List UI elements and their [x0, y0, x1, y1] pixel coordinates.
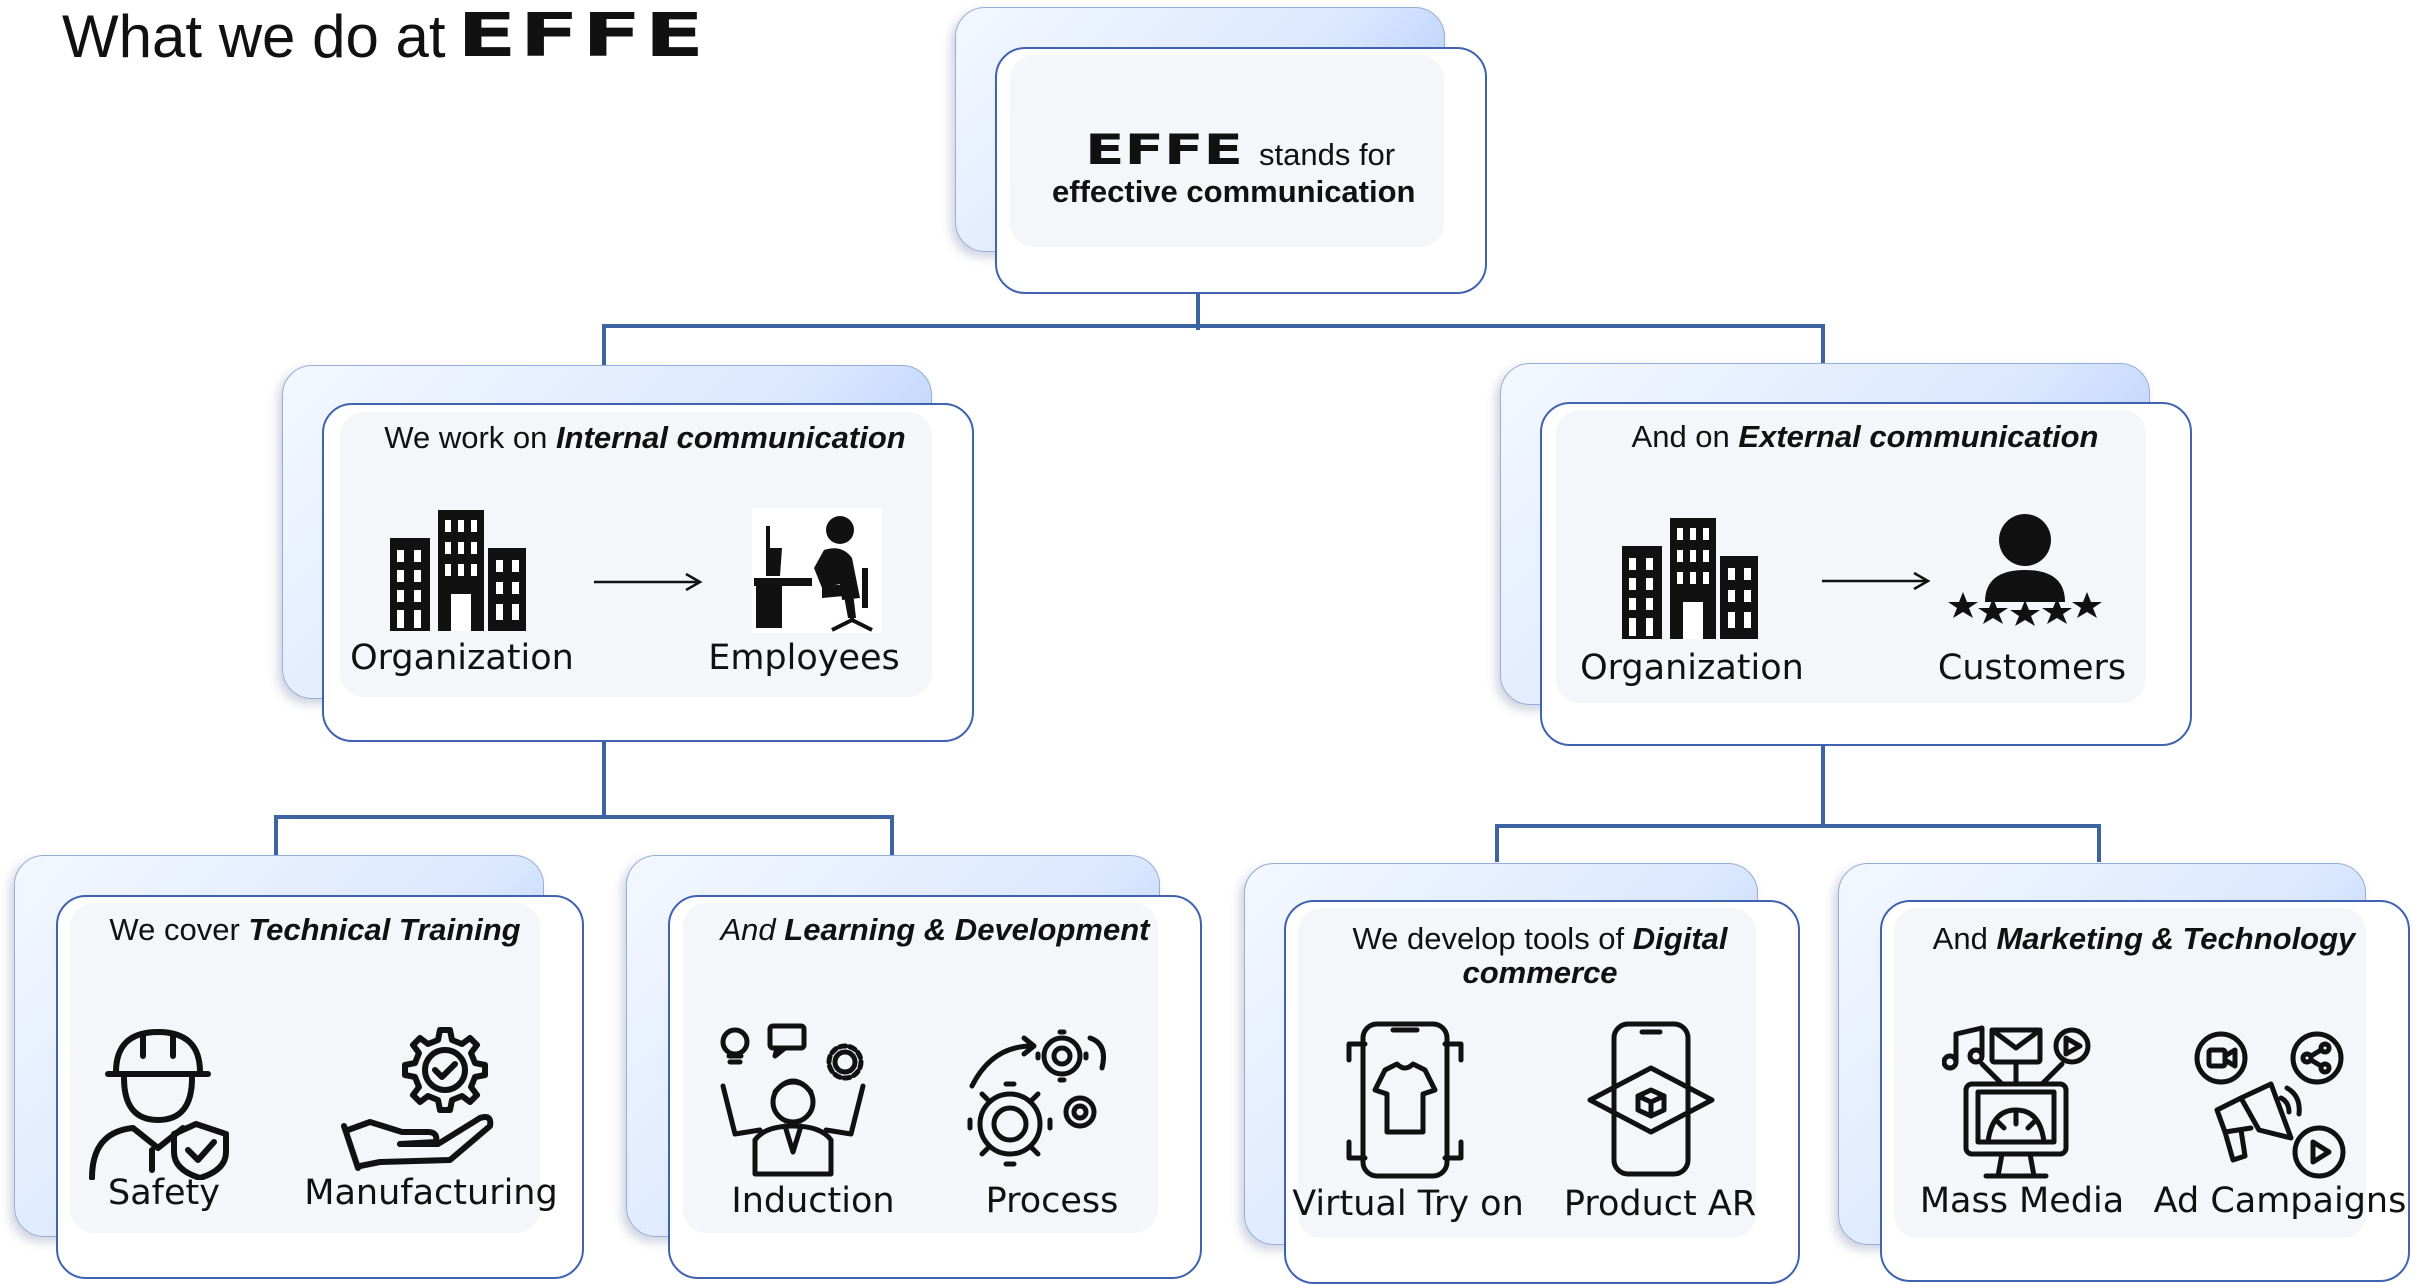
product-ar-icon [1587, 1021, 1715, 1177]
connector-external-horizontal [1495, 824, 2101, 828]
technical-item-2: Manufacturing [304, 1173, 558, 1213]
learning-item-1: Induction [731, 1181, 895, 1221]
connector-internal-horizontal [274, 815, 894, 819]
internal-to-label: Employees [708, 638, 900, 678]
connector-learning-down [890, 815, 894, 855]
connector-external-down [1821, 704, 1825, 826]
marketing-heading: And Marketing & Technology [1932, 921, 2356, 956]
learning-item-2: Process [985, 1181, 1119, 1221]
effe-logo: EFFE [457, 12, 707, 60]
learning-card-inner [683, 903, 1158, 1233]
root-line2: effective communication [1052, 174, 1416, 209]
ad-campaigns-megaphone-icon [2194, 1031, 2346, 1179]
mass-media-icon [1942, 1025, 2091, 1179]
marketing-item-2: Ad Campaigns [2153, 1181, 2407, 1221]
digital-item-1: Virtual Try on [1292, 1184, 1524, 1224]
digital-card-inner [1298, 908, 1756, 1238]
marketing-item-1: Mass Media [1919, 1181, 2125, 1221]
manufacturing-hand-gear-icon [341, 1027, 494, 1171]
svg-text:EFFE: EFFE [1085, 132, 1243, 168]
connector-digital-down [1495, 824, 1499, 862]
effe-logo-text: EFFE [457, 12, 707, 60]
digital-item-2: Product AR [1563, 1184, 1757, 1224]
root-line1: stands for [1259, 137, 1396, 172]
employee-desk-icon [752, 508, 882, 633]
root-card-inner [1010, 55, 1444, 247]
connector-marketing-down [2097, 824, 2101, 862]
connector-left-down [602, 324, 606, 366]
building-icon [1622, 518, 1758, 639]
marketing-card-inner [1894, 908, 2366, 1238]
technical-card-inner [70, 903, 540, 1233]
external-heading: And on External communication [1631, 419, 2099, 454]
external-to-label: Customers [1937, 648, 2127, 688]
process-gears-icon [967, 1029, 1106, 1167]
page-title-text: What we do at [62, 3, 446, 70]
connector-technical-down [274, 815, 278, 855]
arrow-right-icon [594, 572, 703, 592]
induction-person-ideas-icon [720, 1023, 866, 1177]
root-effe-logo: EFFE [1085, 132, 1243, 168]
connector-root-horizontal [602, 324, 1825, 328]
connector-right-down [1821, 324, 1825, 366]
connector-internal-down [602, 700, 606, 818]
building-icon [390, 510, 526, 631]
external-from-label: Organization [1580, 648, 1804, 688]
technical-item-1: Safety [108, 1173, 220, 1213]
customer-rating-icon [1948, 514, 2102, 626]
internal-heading: We work on Internal communication [384, 420, 906, 455]
digital-heading: We develop tools of Digital commerce [1352, 921, 1728, 990]
technical-heading: We cover Technical Training [109, 912, 521, 947]
learning-heading: And Learning & Development [720, 912, 1150, 947]
arrow-right-icon [1822, 571, 1931, 591]
internal-from-label: Organization [350, 638, 574, 678]
virtual-try-on-icon [1346, 1021, 1464, 1179]
safety-worker-icon [89, 1029, 229, 1180]
page-title: What we do at [62, 2, 446, 71]
